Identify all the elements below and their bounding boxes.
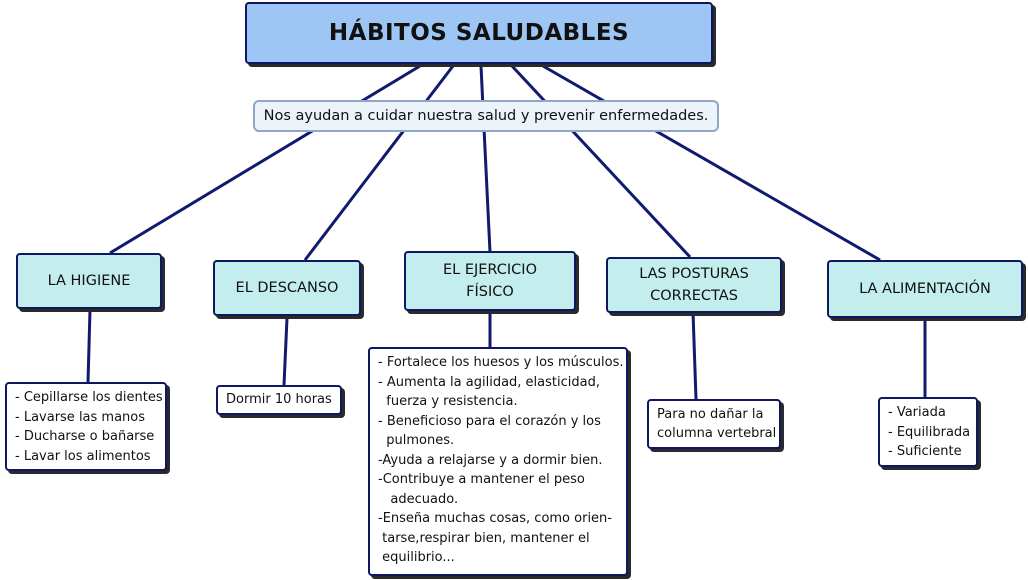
category-posturas-correctas: LAS POSTURAS CORRECTAS [606, 257, 782, 313]
subtitle: Nos ayudan a cuidar nuestra salud y prev… [253, 100, 719, 132]
category-ejercicio-fisico: EL EJERCICIO FÍSICO [404, 251, 576, 311]
details-alimentacion: - Variada - Equilibrada - Suficiente [878, 397, 978, 467]
details-posturas-correctas: Para no dañar la columna vertebral [647, 399, 781, 449]
details-descanso: Dormir 10 horas [216, 385, 342, 415]
connector-descanso-details [282, 317, 289, 386]
connector-title-higiene [109, 64, 421, 255]
connector-posturas-details [691, 311, 698, 400]
details-higiene: - Cepillarse los dientes - Lavarse las m… [5, 382, 167, 471]
connector-higiene-details [86, 309, 92, 383]
category-alimentacion: LA ALIMENTACIÓN [827, 260, 1023, 318]
connector-title-ejercicio [479, 65, 492, 253]
connector-title-descanso [303, 65, 455, 261]
category-higiene: LA HIGIENE [16, 253, 162, 309]
category-descanso: EL DESCANSO [213, 260, 361, 316]
connector-title-alimentacion [542, 64, 881, 262]
connector-title-posturas [510, 64, 692, 259]
main-title: HÁBITOS SALUDABLES [245, 2, 713, 64]
details-ejercicio-fisico: - Fortalece los huesos y los músculos. -… [368, 347, 628, 576]
